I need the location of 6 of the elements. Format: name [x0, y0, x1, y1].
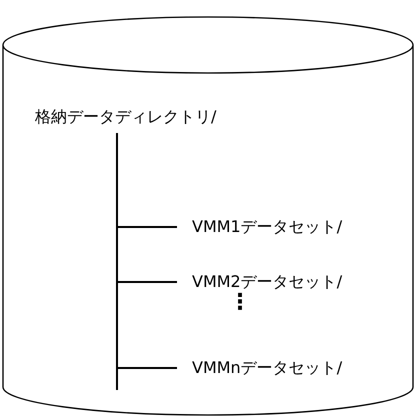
- tree-branch-line: [116, 133, 177, 369]
- directory-label: 格納データディレクトリ/: [35, 107, 216, 127]
- ellipsis-label: ⋮: [229, 290, 251, 316]
- directory-label: VMM1データセット/: [192, 217, 342, 237]
- directory-label: VMM2データセット/: [192, 272, 342, 292]
- directory-label: VMMnデータセット/: [192, 358, 342, 378]
